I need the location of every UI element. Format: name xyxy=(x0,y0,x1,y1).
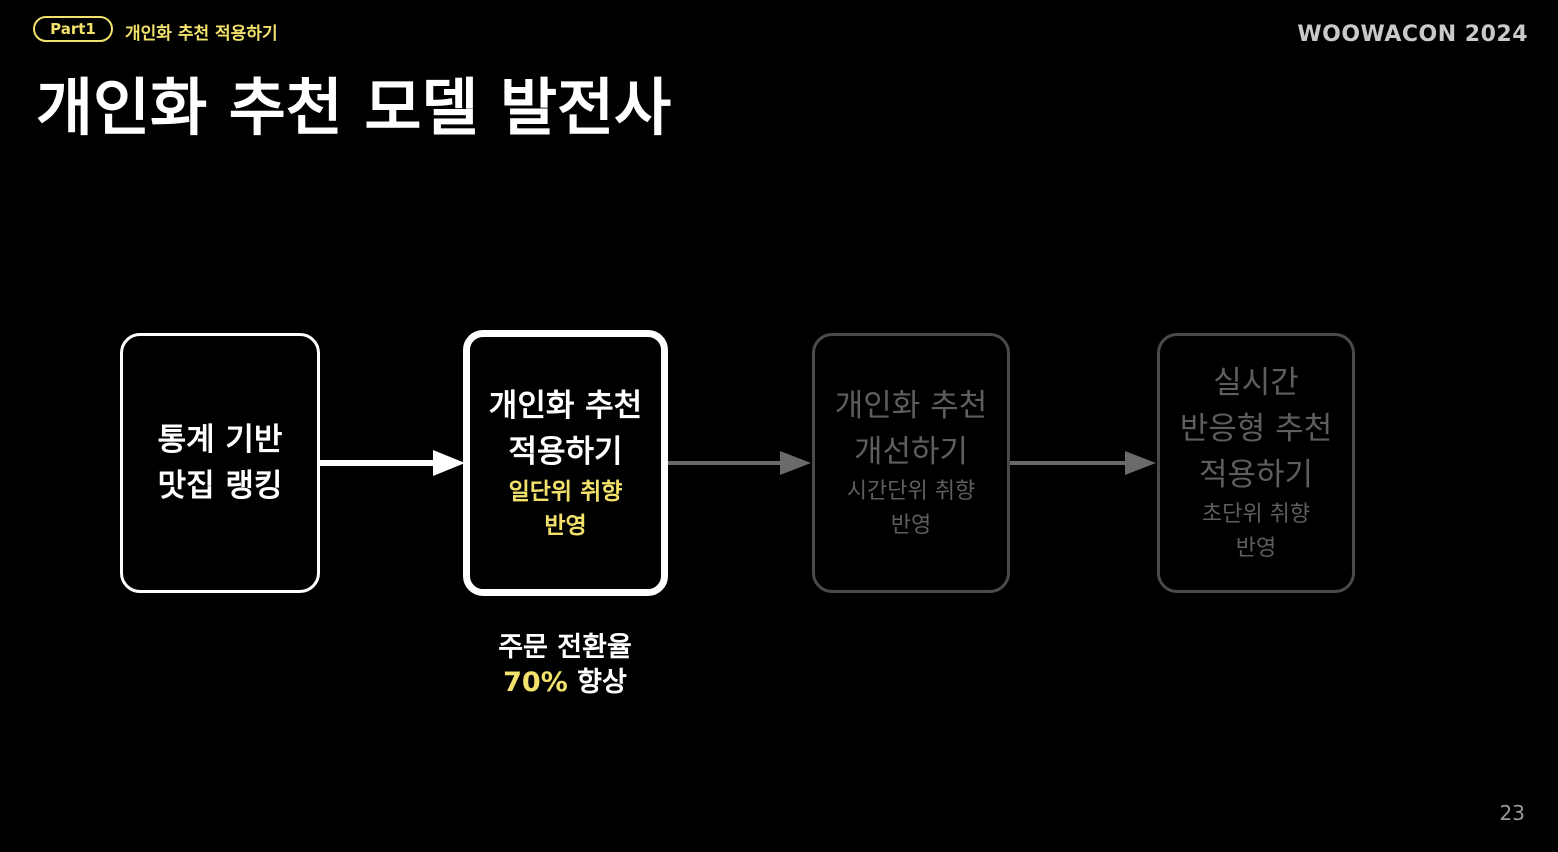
arrow-3 xyxy=(1010,451,1156,475)
stage-personalized-apply: 개인화 추천 적용하기 일단위 취향 반영 xyxy=(463,330,668,596)
stage-3-line-1: 개인화 추천 xyxy=(834,388,988,424)
stage-3-line-2: 개선하기 xyxy=(853,434,969,470)
stage-4-line-0: 실시간 xyxy=(1213,365,1299,401)
page-title: 개인화 추천 모델 발전사 xyxy=(36,71,672,144)
result-suffix: 향상 xyxy=(577,667,627,698)
part-badge-label: Part1 xyxy=(50,20,96,38)
result-callout: 주문 전환율 70% 향상 xyxy=(465,630,665,700)
stage-2-line-2: 적용하기 xyxy=(508,434,623,470)
result-label: 주문 전환율 xyxy=(498,632,632,663)
stage-personalized-improve: 개인화 추천 개선하기 시간단위 취향 반영 xyxy=(812,333,1010,593)
section-title: 개인화 추천 적용하기 xyxy=(125,24,278,44)
stage-2-line-1: 개인화 추천 xyxy=(488,388,643,424)
stage-2-sub-1: 일단위 취향 xyxy=(508,479,623,505)
stage-statistics-ranking: 통계 기반 맛집 랭킹 xyxy=(120,333,320,593)
stage-4-sub-2: 반영 xyxy=(1235,536,1277,561)
stage-2-sub-2: 반영 xyxy=(544,513,587,539)
stage-4-sub-1: 초단위 취향 xyxy=(1201,502,1311,527)
arrow-2 xyxy=(668,451,811,475)
stage-3-sub-2: 반영 xyxy=(890,513,932,538)
stage-4-line-2: 적용하기 xyxy=(1198,457,1314,493)
stage-4-line-1: 반응형 추천 xyxy=(1179,411,1333,447)
stage-realtime-reactive: 실시간 반응형 추천 적용하기 초단위 취향 반영 xyxy=(1157,333,1355,593)
part-badge: Part1 xyxy=(33,16,113,42)
brand-logo: WOOWACON 2024 xyxy=(1297,22,1528,47)
stage-3-sub-1: 시간단위 취향 xyxy=(846,479,976,504)
result-percentage: 70% xyxy=(503,667,568,698)
stage-1-line-1: 통계 기반 xyxy=(157,422,283,458)
stage-1-line-2: 맛집 랭킹 xyxy=(157,468,283,504)
page-number: 23 xyxy=(1499,801,1525,825)
arrow-1 xyxy=(320,450,465,476)
